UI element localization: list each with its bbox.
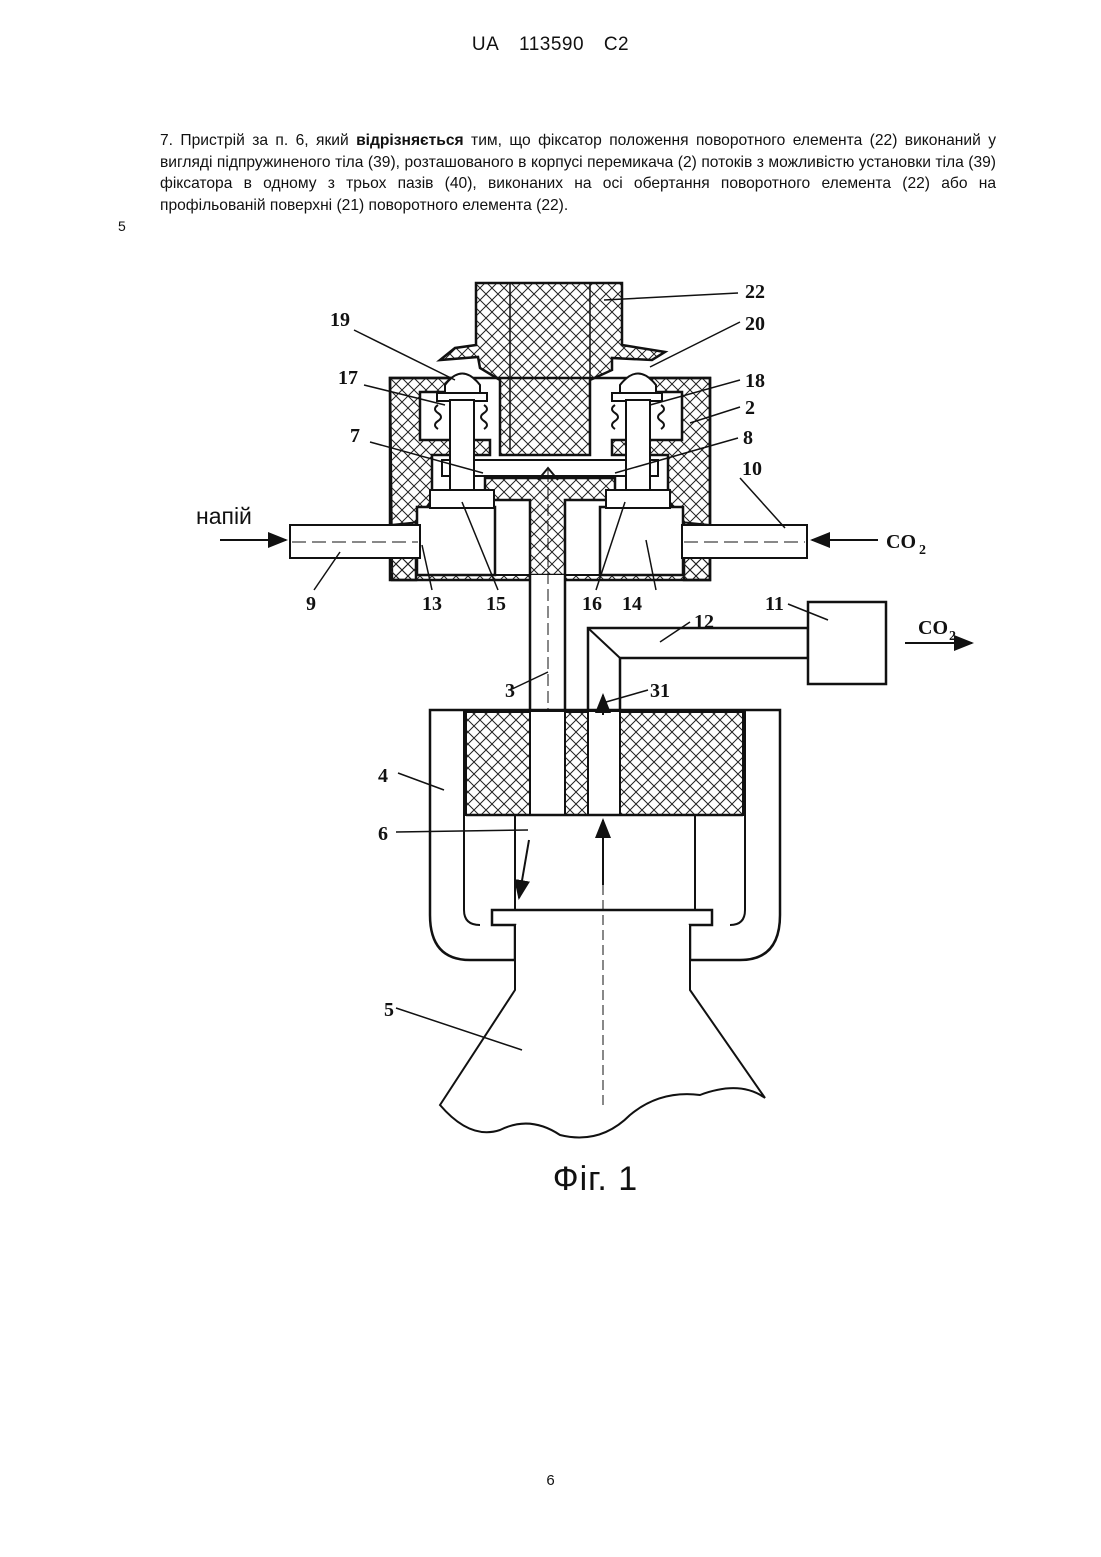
figure-caption: Фіг. 1 xyxy=(45,1160,1101,1199)
label-7: 7 xyxy=(350,425,360,447)
label-4: 4 xyxy=(378,765,388,787)
label-9: 9 xyxy=(306,593,316,615)
label-6: 6 xyxy=(378,823,388,845)
label-31: 31 xyxy=(650,680,670,702)
co2-out-main: CO xyxy=(918,617,948,639)
label-14: 14 xyxy=(622,593,642,615)
label-13: 13 xyxy=(422,593,442,615)
inlet-pipe-10 xyxy=(682,525,807,558)
co2-out-subscript: 2 xyxy=(949,629,956,644)
co2-in-main: CO xyxy=(886,531,916,553)
label-inlet-beverage: напій xyxy=(196,503,252,529)
label-3: 3 xyxy=(505,680,515,702)
label-co2-out: CO2 xyxy=(918,617,956,644)
label-18: 18 xyxy=(745,370,765,392)
label-19: 19 xyxy=(330,309,350,331)
label-12: 12 xyxy=(694,611,714,633)
label-15: 15 xyxy=(486,593,506,615)
co2-in-subscript: 2 xyxy=(919,543,926,558)
label-17: 17 xyxy=(338,367,358,389)
label-20: 20 xyxy=(745,313,765,335)
label-8: 8 xyxy=(743,427,753,449)
label-5: 5 xyxy=(384,999,394,1021)
label-10: 10 xyxy=(742,458,762,480)
label-16: 16 xyxy=(582,593,602,615)
inlet-pipe-9 xyxy=(290,525,420,558)
page-number: 6 xyxy=(0,1472,1101,1489)
label-co2-in: CO2 xyxy=(886,531,926,558)
label-22: 22 xyxy=(745,281,765,303)
label-2: 2 xyxy=(745,397,755,419)
label-11: 11 xyxy=(765,593,784,615)
adapter-4 xyxy=(430,710,780,960)
